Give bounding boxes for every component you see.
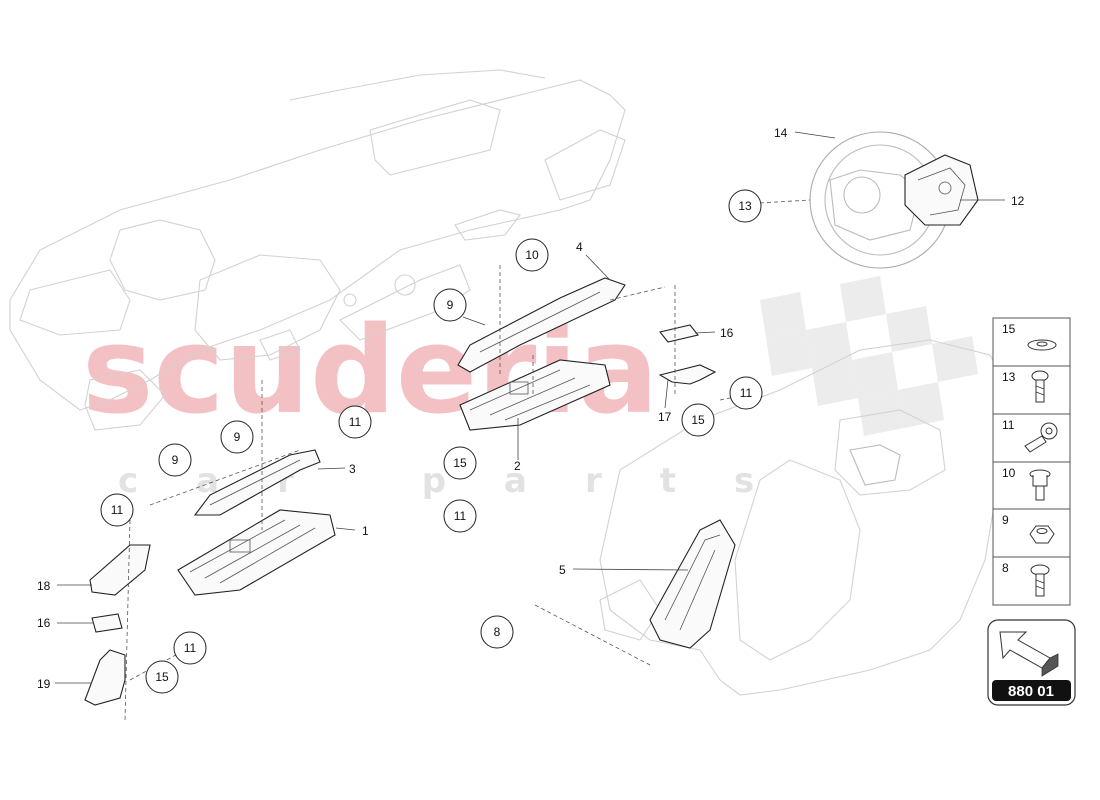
callout-3: 3 xyxy=(349,462,356,476)
svg-text:8: 8 xyxy=(1002,561,1009,575)
svg-text:15: 15 xyxy=(1002,322,1016,336)
callout-14: 14 xyxy=(774,126,788,140)
svg-text:11: 11 xyxy=(111,503,124,517)
svg-text:15: 15 xyxy=(155,670,169,684)
legend-row: 9 xyxy=(1002,513,1055,544)
callout-15: 15 xyxy=(681,403,715,437)
callout-15: 15 xyxy=(145,660,179,694)
svg-text:13: 13 xyxy=(1002,370,1016,384)
legend-row: 11 xyxy=(1002,418,1058,453)
legend-row: 13 xyxy=(1002,370,1049,403)
callout-11: 11 xyxy=(100,493,134,527)
callout-17: 17 xyxy=(658,410,672,424)
dashboard-ghost-outline xyxy=(9,69,626,431)
svg-text:8: 8 xyxy=(494,625,501,639)
callout-9: 9 xyxy=(220,420,254,454)
callout-2: 2 xyxy=(514,459,521,473)
svg-text:15: 15 xyxy=(453,456,467,470)
callout-9: 9 xyxy=(433,288,467,322)
svg-text:15: 15 xyxy=(691,413,705,427)
part-1-airbag-module xyxy=(177,509,336,596)
part-19-bracket xyxy=(84,649,126,706)
callout-11: 11 xyxy=(729,376,763,410)
callout-12: 12 xyxy=(1011,194,1025,208)
callout-11: 11 xyxy=(443,499,477,533)
callout-9: 9 xyxy=(158,443,192,477)
svg-text:9: 9 xyxy=(234,430,241,444)
legend-row: 15 xyxy=(1002,322,1057,351)
diagram-code-badge: 880 01 xyxy=(987,619,1076,706)
hex-nut-icon xyxy=(1029,525,1055,544)
svg-text:11: 11 xyxy=(740,386,753,400)
seat-ghost-outline xyxy=(599,339,1011,696)
svg-text:13: 13 xyxy=(738,199,752,213)
callout-circles: 10 9 9 9 11 11 11 11 11 15 15 15 13 8 xyxy=(100,189,763,694)
callout-10: 10 xyxy=(515,238,549,272)
part-17-bracket xyxy=(658,364,717,385)
callout-8: 8 xyxy=(480,615,514,649)
part-16-clip-left xyxy=(91,613,123,633)
part-16-clip xyxy=(659,324,699,343)
callout-4: 4 xyxy=(576,240,583,254)
assembly-lines xyxy=(124,199,811,721)
diagram-code: 880 01 xyxy=(1008,683,1054,700)
callout-19: 19 xyxy=(37,677,51,691)
callout-1: 1 xyxy=(362,524,369,538)
legend-row: 10 xyxy=(1002,466,1051,501)
svg-text:10: 10 xyxy=(1002,466,1016,480)
part-18-bracket xyxy=(89,544,151,596)
callout-15: 15 xyxy=(443,446,477,480)
callout-11: 11 xyxy=(173,631,207,665)
callout-16: 16 xyxy=(720,326,734,340)
svg-text:9: 9 xyxy=(447,298,454,312)
pan-head-screw-icon xyxy=(1030,564,1050,597)
svg-text:10: 10 xyxy=(525,248,539,262)
part-12-steering-airbag xyxy=(904,154,979,226)
flange-screw-icon xyxy=(1029,469,1051,501)
svg-text:9: 9 xyxy=(1002,513,1009,527)
arrow-icon xyxy=(999,631,1059,677)
plain-callouts: 1 2 3 4 5 12 14 16 17 18 16 19 xyxy=(37,126,1025,691)
callout-11: 11 xyxy=(338,405,372,439)
leader-lines xyxy=(55,131,1005,684)
legend-row: 8 xyxy=(1002,561,1050,597)
part-3-bracket xyxy=(193,449,321,516)
svg-text:11: 11 xyxy=(454,509,467,523)
svg-text:9: 9 xyxy=(172,453,179,467)
checkered-flag-watermark xyxy=(760,276,978,436)
washer-icon xyxy=(1027,339,1057,351)
shoulder-bolt-icon xyxy=(1024,422,1058,453)
part-2-airbag-module xyxy=(459,359,611,431)
callout-16: 16 xyxy=(37,616,51,630)
callout-5: 5 xyxy=(559,563,566,577)
svg-text:11: 11 xyxy=(184,641,197,655)
callout-18: 18 xyxy=(37,579,51,593)
part-5-seat-airbag xyxy=(649,519,736,649)
fastener-legend: 15 13 11 10 xyxy=(992,317,1071,606)
svg-text:11: 11 xyxy=(349,415,362,429)
svg-text:11: 11 xyxy=(1002,418,1015,432)
torx-bolt-icon xyxy=(1031,370,1049,403)
callout-13: 13 xyxy=(728,189,762,223)
